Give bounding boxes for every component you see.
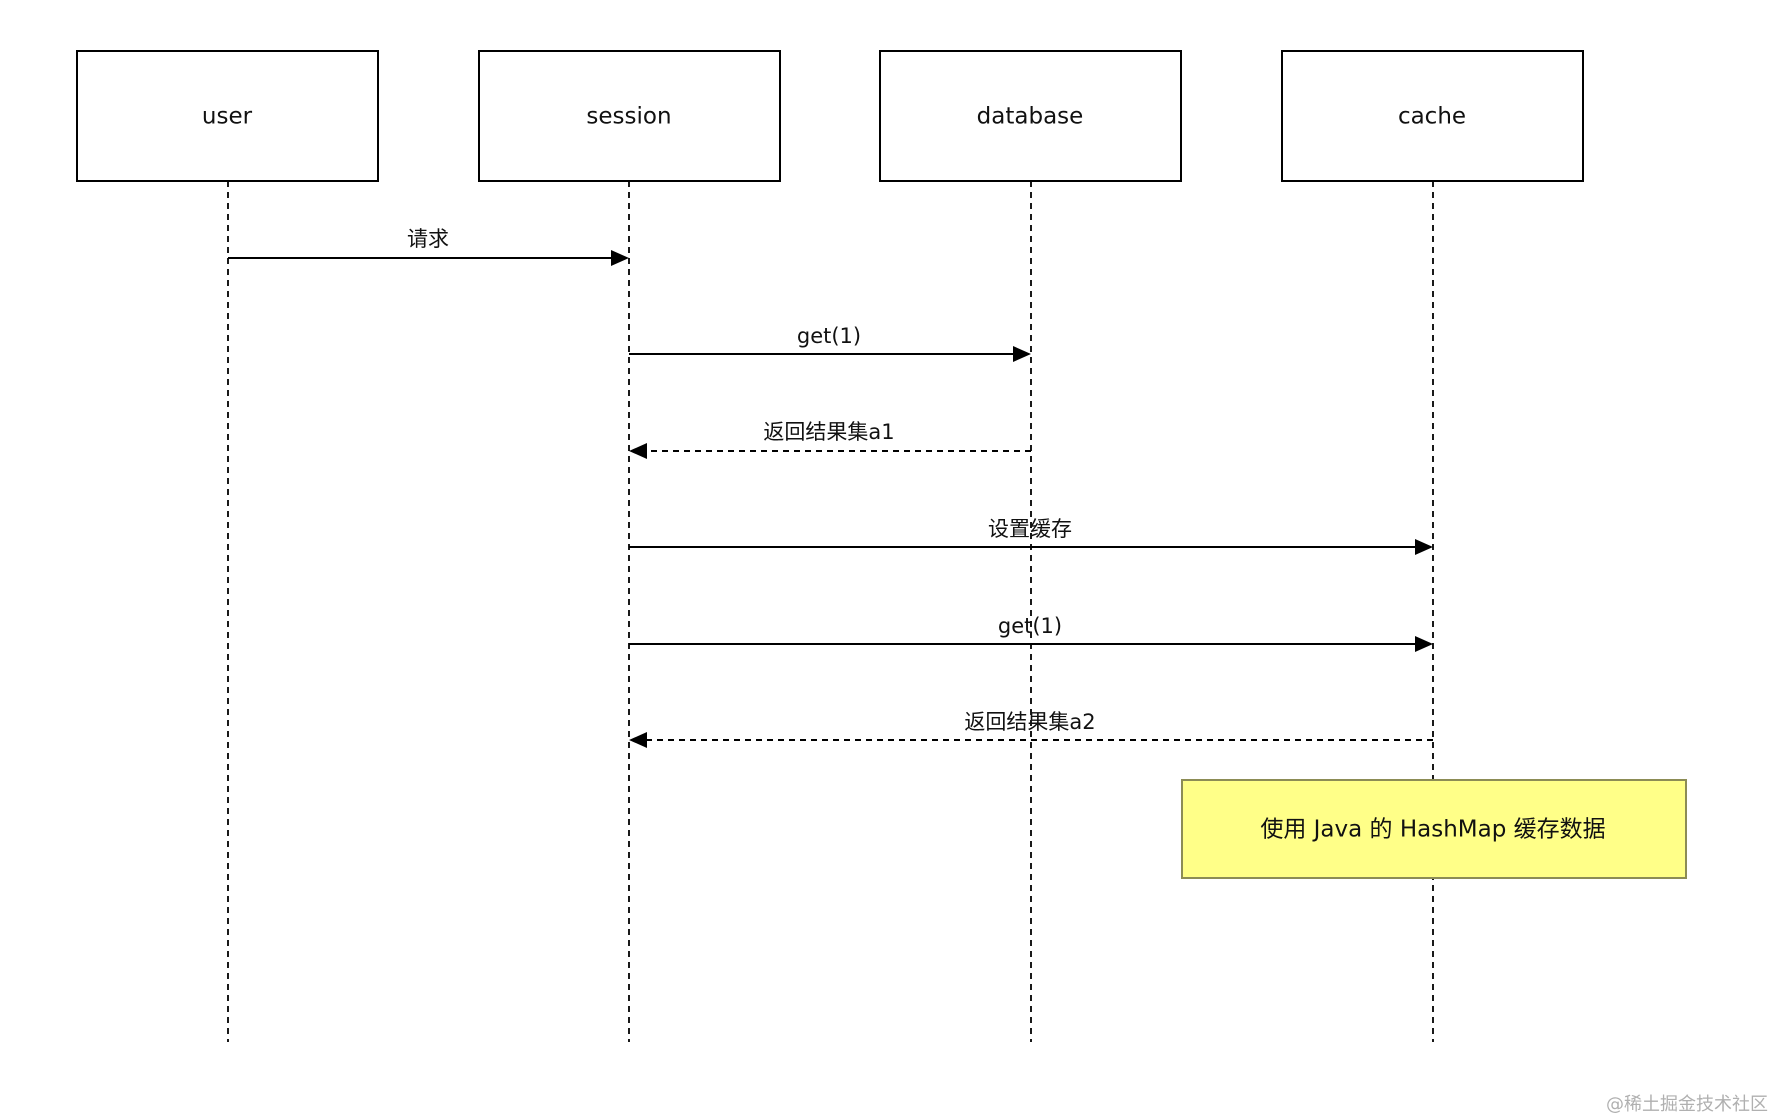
- message-return-a1[interactable]: 返回结果集a1: [629, 420, 1031, 459]
- actor-user[interactable]: user: [76, 50, 379, 182]
- actor-database[interactable]: database: [879, 50, 1182, 182]
- message-get-cache[interactable]: get(1): [629, 614, 1433, 652]
- message-get-database-label: get(1): [797, 324, 861, 348]
- actor-cache[interactable]: cache: [1281, 50, 1584, 182]
- actor-cache-label: cache: [1398, 104, 1466, 130]
- actor-session[interactable]: session: [478, 50, 781, 182]
- message-return-a1-label: 返回结果集a1: [763, 420, 894, 444]
- message-set-cache[interactable]: 设置缓存: [629, 517, 1433, 555]
- message-get-database[interactable]: get(1): [629, 324, 1031, 362]
- watermark: @稀土掘金技术社区: [1606, 1094, 1768, 1115]
- message-return-a2-label: 返回结果集a2: [964, 710, 1095, 734]
- note-text: 使用 Java 的 HashMap 缓存数据: [1260, 817, 1605, 843]
- message-set-cache-label: 设置缓存: [988, 517, 1072, 541]
- note-box[interactable]: 使用 Java 的 HashMap 缓存数据: [1181, 779, 1687, 879]
- message-request-label: 请求: [407, 227, 449, 251]
- actor-user-label: user: [202, 104, 253, 130]
- message-request[interactable]: 请求: [228, 227, 629, 266]
- message-get-cache-label: get(1): [998, 614, 1062, 638]
- message-return-a2[interactable]: 返回结果集a2: [629, 710, 1433, 748]
- actor-session-label: session: [586, 104, 671, 130]
- actor-database-label: database: [977, 104, 1084, 130]
